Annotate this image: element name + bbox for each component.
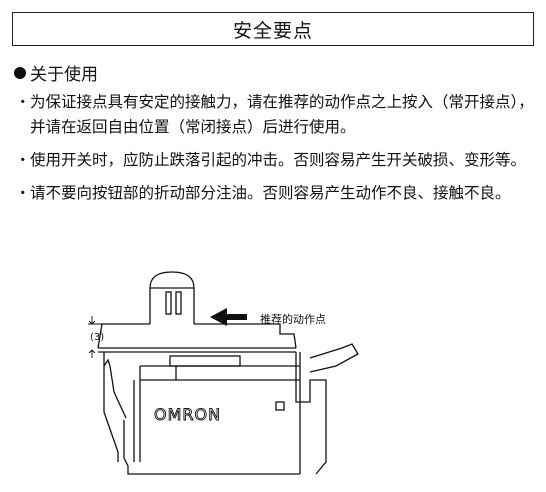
list-item-text: 为保证接点具有安定的接触力，请在推荐的动作点之上按入（常开接点），并请在返回自由… [30,93,534,136]
bullet-mark: ・ [15,151,31,169]
brand-logo: OMRON [154,405,221,424]
page-title-text: 安全要点 [232,19,313,42]
bullet-mark: ・ [15,93,31,111]
callout-arrow-icon [210,308,247,326]
switch-housing [97,323,359,475]
list-item: ・ 使用开关时，应防止跌落引起的冲击。否则容易产生开关破损、变形等。 [12,148,536,173]
list-item-text: 使用开关时，应防止跌落引起的冲击。否则容易产生开关破损、变形等。 [30,151,527,169]
dimension-label: (3) [90,332,105,343]
section-heading: 关于使用 [14,60,98,85]
bullet-mark: ・ [15,184,31,202]
switch-diagram: OMRON [88,271,359,475]
recommended-operating-point-label: 推荐的动作点 [260,313,326,326]
list-item: ・ 请不要向按钮部的折动部分注油。否则容易产生动作不良、接触不良。 [12,181,536,206]
section-heading-text: 关于使用 [30,65,98,85]
actuator-button [149,271,195,324]
bullet-dot-icon [14,66,26,79]
page-title: 安全要点 [12,12,534,46]
usage-notes-list: ・ 为保证接点具有安定的接触力，请在推荐的动作点之上按入（常开接点），并请在返回… [12,90,536,214]
list-item-text: 请不要向按钮部的折动部分注油。否则容易产生动作不良、接触不良。 [30,184,511,202]
list-item: ・ 为保证接点具有安定的接触力，请在推荐的动作点之上按入（常开接点），并请在返回… [12,90,536,140]
